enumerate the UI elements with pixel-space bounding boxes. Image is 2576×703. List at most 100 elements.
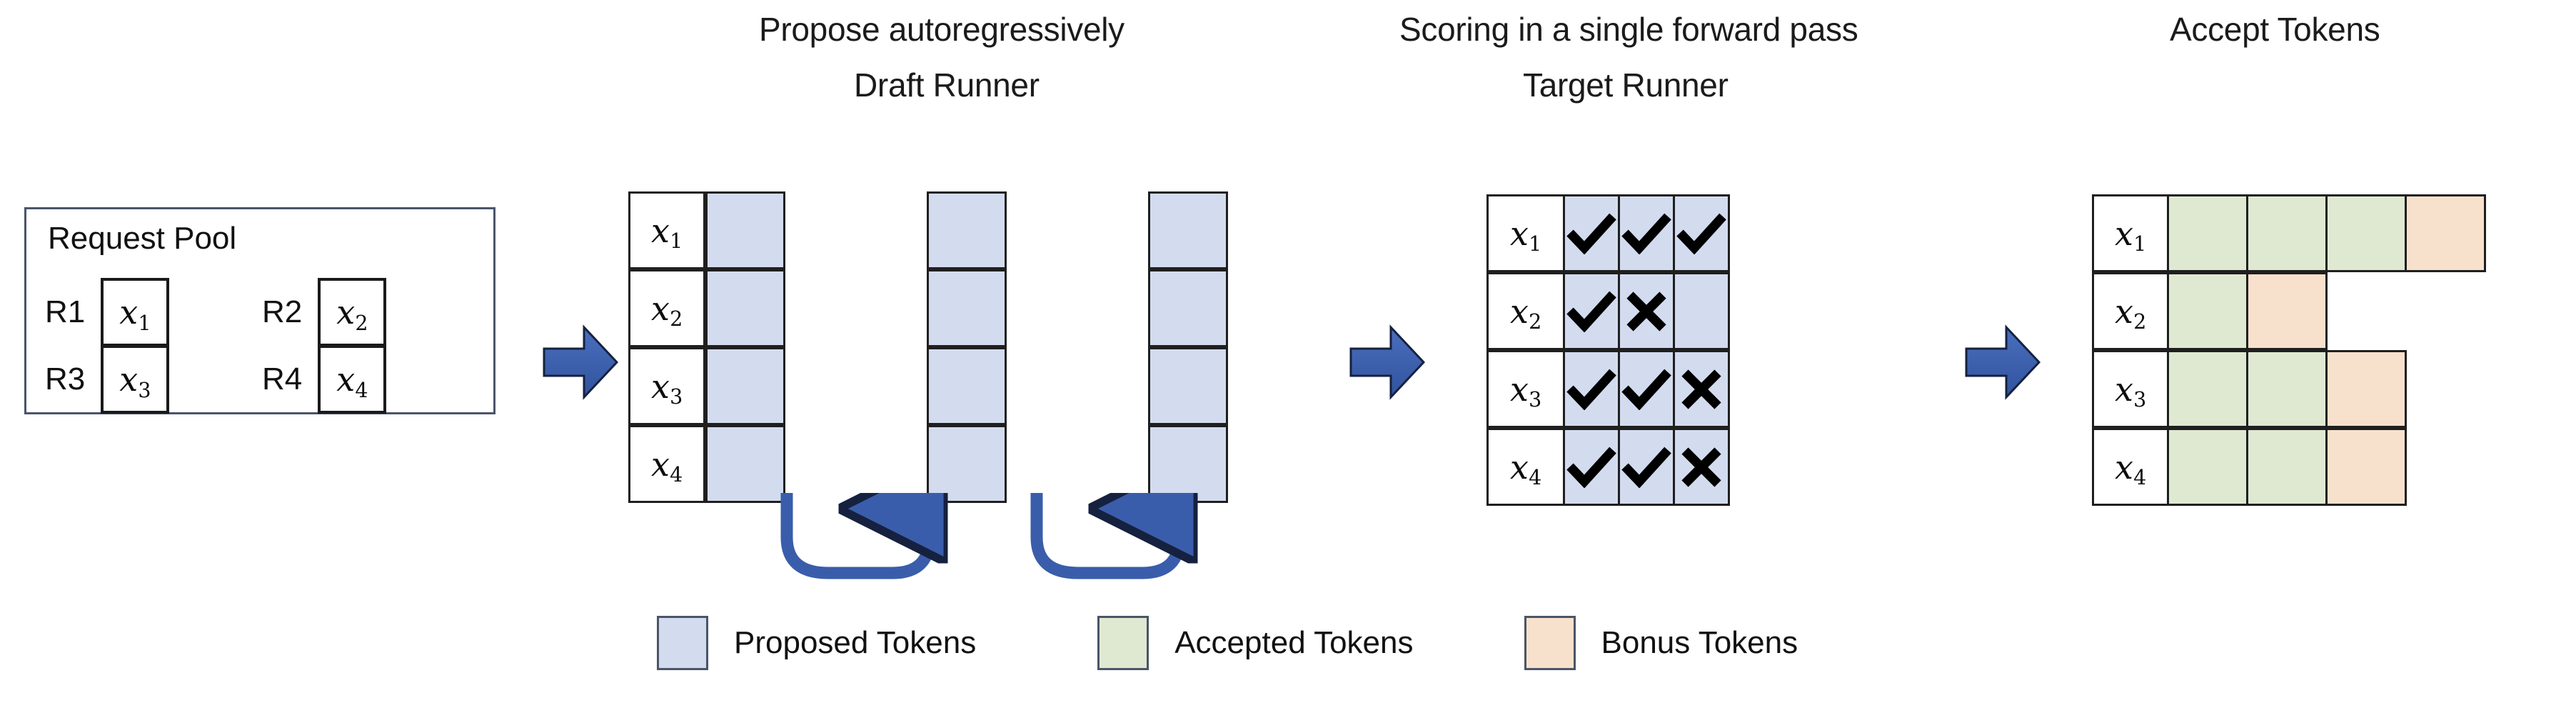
target-row-label-3: x3	[1486, 350, 1565, 428]
cross-icon	[1681, 447, 1722, 488]
request-label-r1: R1	[45, 294, 86, 329]
legend-label-bonus: Bonus Tokens	[1601, 625, 1798, 660]
token-glyph-x1: x1	[2114, 214, 2147, 256]
token-glyph-x4: x4	[650, 444, 683, 487]
accept-cell-r1-c4-bonus	[2405, 194, 2486, 272]
accept-cell-r3-c3-bonus	[2325, 350, 2407, 428]
heading-propose-autoregressively: Propose autoregressively	[759, 11, 1125, 48]
target-runner-grid: x1 x2 x3 x4	[1486, 194, 1822, 509]
target-cell-r1-c2	[1618, 194, 1675, 272]
legend-label-accepted: Accepted Tokens	[1174, 625, 1414, 660]
heading-accept-tokens: Accept Tokens	[2170, 11, 2380, 48]
cross-icon	[1681, 369, 1722, 410]
request-item-r1: R1 x1	[45, 278, 170, 346]
draft-cell-r4-s1	[705, 425, 785, 503]
accept-cell-r1-c1-accepted	[2167, 194, 2248, 272]
draft-cell-r3-s3	[1148, 347, 1228, 425]
draft-cell-r3-s1	[705, 347, 785, 425]
token-glyph-x2: x2	[2114, 291, 2147, 334]
check-icon	[1621, 369, 1671, 410]
check-icon	[1676, 213, 1726, 254]
heading-target-runner: Target Runner	[1523, 66, 1729, 104]
check-icon	[1566, 213, 1616, 254]
block-arrow-right-icon-1	[543, 323, 619, 402]
target-row-label-1: x1	[1486, 194, 1565, 272]
request-item-r2: R2 x2	[262, 278, 387, 346]
accept-cell-r3-c1-accepted	[2167, 350, 2248, 428]
request-token-box-r2: x2	[318, 278, 387, 346]
target-cell-r2-c3	[1673, 272, 1730, 350]
accept-cell-r4-c3-bonus	[2325, 428, 2407, 506]
request-token-box-r4: x4	[318, 345, 387, 414]
legend-swatch-proposed-icon	[657, 616, 708, 670]
legend-swatch-accepted-icon	[1097, 616, 1149, 670]
request-item-r4: R4 x4	[262, 345, 387, 414]
token-glyph-x4: x4	[336, 360, 368, 402]
target-cell-r4-c2	[1618, 428, 1675, 506]
check-icon	[1566, 369, 1616, 410]
request-pool-panel: Request Pool R1 x1 R2 x2 R3 x3 R4 x4	[24, 207, 495, 414]
token-glyph-x1: x1	[119, 293, 151, 335]
token-glyph-x1: x1	[650, 211, 683, 254]
target-cell-r3-c1	[1563, 350, 1620, 428]
legend-label-proposed: Proposed Tokens	[734, 625, 977, 660]
draft-row-label-4: x4	[628, 425, 705, 503]
target-cell-r1-c3	[1673, 194, 1730, 272]
accept-cell-r1-c2-accepted	[2246, 194, 2328, 272]
draft-runner-grid: x1 x2 x3 x4	[628, 191, 1299, 506]
accept-row-label-4: x4	[2092, 428, 2169, 506]
request-label-r2: R2	[262, 294, 303, 329]
accept-cell-r2-c1-accepted	[2167, 272, 2248, 350]
legend-swatch-bonus-icon	[1524, 616, 1576, 670]
accept-cell-r4-c1-accepted	[2167, 428, 2248, 506]
draft-cell-r1-s3	[1148, 191, 1228, 269]
accept-cell-r3-c2-accepted	[2246, 350, 2328, 428]
token-glyph-x3: x3	[119, 360, 151, 402]
draft-cell-r2-s1	[705, 269, 785, 347]
legend-item-accepted: Accepted Tokens	[1097, 616, 1414, 670]
accept-row-label-3: x3	[2092, 350, 2169, 428]
token-glyph-x3: x3	[2114, 369, 2147, 412]
heading-draft-runner: Draft Runner	[854, 66, 1040, 104]
token-glyph-x1: x1	[1509, 214, 1542, 256]
target-cell-r2-c2	[1618, 272, 1675, 350]
request-token-box-r1: x1	[101, 278, 170, 346]
target-cell-r3-c2	[1618, 350, 1675, 428]
target-row-label-4: x4	[1486, 428, 1565, 506]
draft-row-label-1: x1	[628, 191, 705, 269]
token-glyph-x3: x3	[650, 367, 683, 409]
target-row-label-2: x2	[1486, 272, 1565, 350]
accept-tokens-grid: x1 x2 x3 x4	[2092, 194, 2535, 509]
accept-row-label-1: x1	[2092, 194, 2169, 272]
check-icon	[1566, 447, 1616, 488]
request-pool-title: Request Pool	[48, 221, 237, 256]
legend: Proposed Tokens Accepted Tokens Bonus To…	[657, 616, 1798, 670]
token-glyph-x3: x3	[1509, 369, 1542, 412]
accept-cell-r1-c3-accepted	[2325, 194, 2407, 272]
accept-row-label-2: x2	[2092, 272, 2169, 350]
request-token-box-r3: x3	[101, 345, 170, 414]
block-arrow-right-icon-2	[1349, 323, 1426, 402]
draft-row-label-2: x2	[628, 269, 705, 347]
heading-scoring-forward-pass: Scoring in a single forward pass	[1399, 11, 1858, 48]
legend-item-bonus: Bonus Tokens	[1524, 616, 1798, 670]
request-item-r3: R3 x3	[45, 345, 170, 414]
target-cell-r1-c1	[1563, 194, 1620, 272]
draft-cell-r2-s3	[1148, 269, 1228, 347]
token-glyph-x4: x4	[1509, 447, 1542, 490]
draft-cell-r1-s1	[705, 191, 785, 269]
draft-cell-r1-s2	[927, 191, 1007, 269]
token-glyph-x2: x2	[650, 289, 683, 331]
loop-arrow-group	[771, 493, 1271, 622]
target-cell-r3-c3	[1673, 350, 1730, 428]
check-icon	[1566, 291, 1616, 332]
block-arrow-right-icon-3	[1965, 323, 2041, 402]
draft-cell-r2-s2	[927, 269, 1007, 347]
request-label-r3: R3	[45, 362, 86, 397]
cross-icon	[1626, 291, 1667, 332]
target-cell-r4-c3	[1673, 428, 1730, 506]
accept-cell-r4-c2-accepted	[2246, 428, 2328, 506]
legend-item-proposed: Proposed Tokens	[657, 616, 976, 670]
draft-cell-r4-s2	[927, 425, 1007, 503]
request-label-r4: R4	[262, 362, 303, 397]
